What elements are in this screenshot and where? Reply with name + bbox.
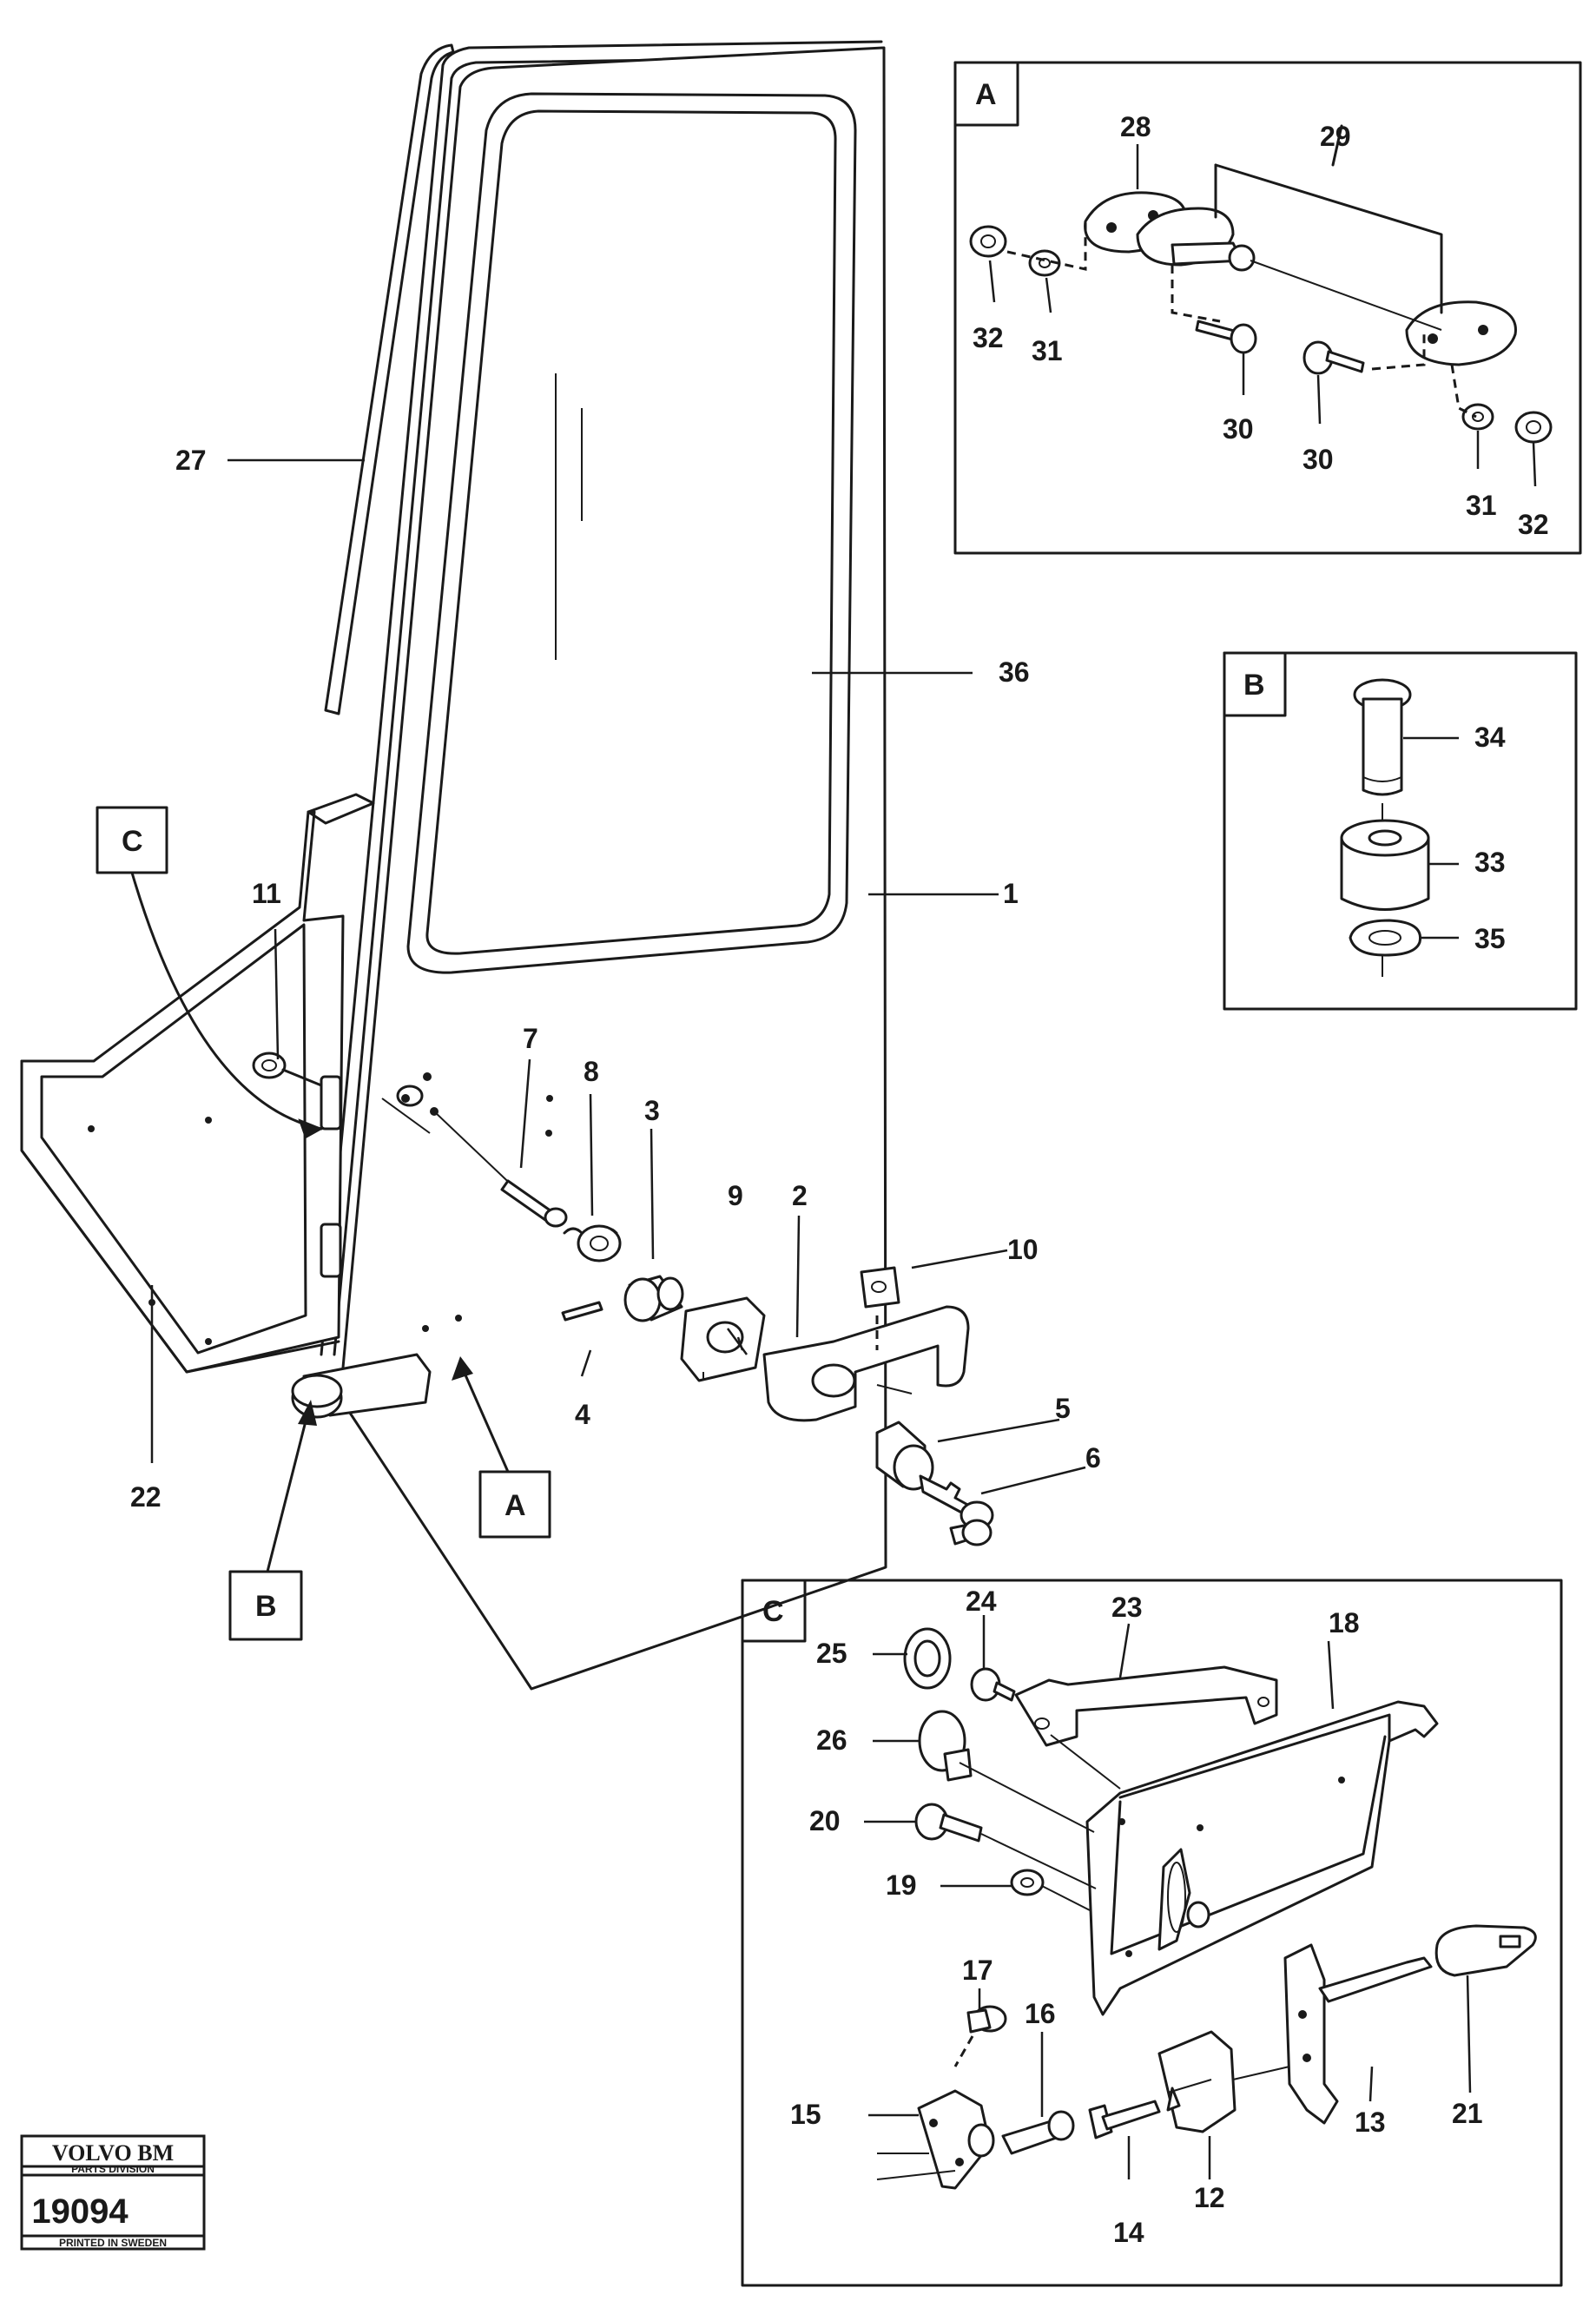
part-label-1: 1: [1003, 878, 1019, 909]
part-label-24: 24: [966, 1586, 997, 1617]
part-label-9: 9: [728, 1180, 743, 1211]
part-label-27: 27: [175, 445, 207, 476]
part-label-31-b: 31: [1466, 490, 1497, 521]
floor-panel: [20, 793, 375, 1374]
part-label-22: 22: [130, 1481, 162, 1513]
detail-b-label: B: [1243, 669, 1265, 702]
part-label-15: 15: [790, 2099, 821, 2130]
callout-b-label: B: [255, 1590, 277, 1623]
part-label-19: 19: [886, 1869, 917, 1901]
leader-lines-main: [130, 458, 1086, 1573]
part-label-18: 18: [1329, 1607, 1360, 1638]
part-label-35: 35: [1474, 923, 1506, 954]
stamp-brand: VOLVO BM: [52, 2140, 174, 2166]
stamp-printed: PRINTED IN SWEDEN: [59, 2237, 167, 2249]
handle-lock-assembly: [381, 1098, 994, 1546]
part-label-28: 28: [1120, 111, 1151, 142]
detail-b-box: [1223, 651, 1578, 1011]
part-label-14: 14: [1113, 2217, 1144, 2248]
door-panel: [320, 40, 887, 1691]
volvo-bm-parts-stamp: VOLVO BM PARTS DIVISION 19094 PRINTED IN…: [20, 2134, 206, 2251]
part-label-8: 8: [584, 1056, 599, 1087]
door-hinges: [291, 1075, 432, 1419]
part-label-30-a: 30: [1223, 413, 1254, 445]
part-label-25: 25: [816, 1638, 847, 1669]
part-label-21: 21: [1452, 2098, 1483, 2129]
part-label-33: 33: [1474, 847, 1506, 878]
callout-c-label: C: [122, 825, 143, 858]
stamp-division: PARTS DIVISION: [71, 2163, 155, 2175]
part-label-12: 12: [1194, 2182, 1225, 2213]
part-label-7: 7: [523, 1023, 538, 1054]
part-label-6: 6: [1085, 1442, 1101, 1474]
part-label-13: 13: [1355, 2107, 1386, 2138]
part-label-31-a: 31: [1032, 335, 1063, 366]
part-label-4: 4: [575, 1399, 590, 1430]
part-label-36: 36: [999, 656, 1030, 688]
stamp-number: 19094: [31, 2192, 129, 2231]
part-label-32-b: 32: [1518, 509, 1549, 540]
part-label-20: 20: [809, 1805, 841, 1836]
detail-a-box: [953, 61, 1582, 555]
callout-a-label: A: [505, 1489, 526, 1522]
part-label-32-a: 32: [973, 322, 1004, 353]
part-label-2: 2: [792, 1180, 808, 1211]
part-label-11: 11: [252, 878, 281, 909]
part-label-10: 10: [1007, 1234, 1039, 1265]
door-seal: [324, 43, 455, 715]
part-label-26: 26: [816, 1724, 847, 1756]
detail-a-label: A: [975, 78, 997, 111]
part-label-30-b: 30: [1303, 444, 1334, 475]
part-label-17: 17: [962, 1955, 993, 1986]
detail-c-box: [741, 1579, 1563, 2287]
part-label-34: 34: [1474, 722, 1506, 753]
part-label-3: 3: [644, 1095, 660, 1126]
part-number-labels: 27 36 1 11 7 8 3 9 2 10 4 5 6 22 28 29 3…: [130, 111, 1549, 2248]
part-label-29: 29: [1320, 121, 1351, 152]
detail-c-label: C: [762, 1595, 784, 1628]
part-label-16: 16: [1025, 1998, 1056, 2029]
part-label-23: 23: [1111, 1592, 1143, 1623]
part-label-5: 5: [1055, 1393, 1071, 1424]
callout-boxes: C A B A B C: [96, 78, 1265, 1641]
